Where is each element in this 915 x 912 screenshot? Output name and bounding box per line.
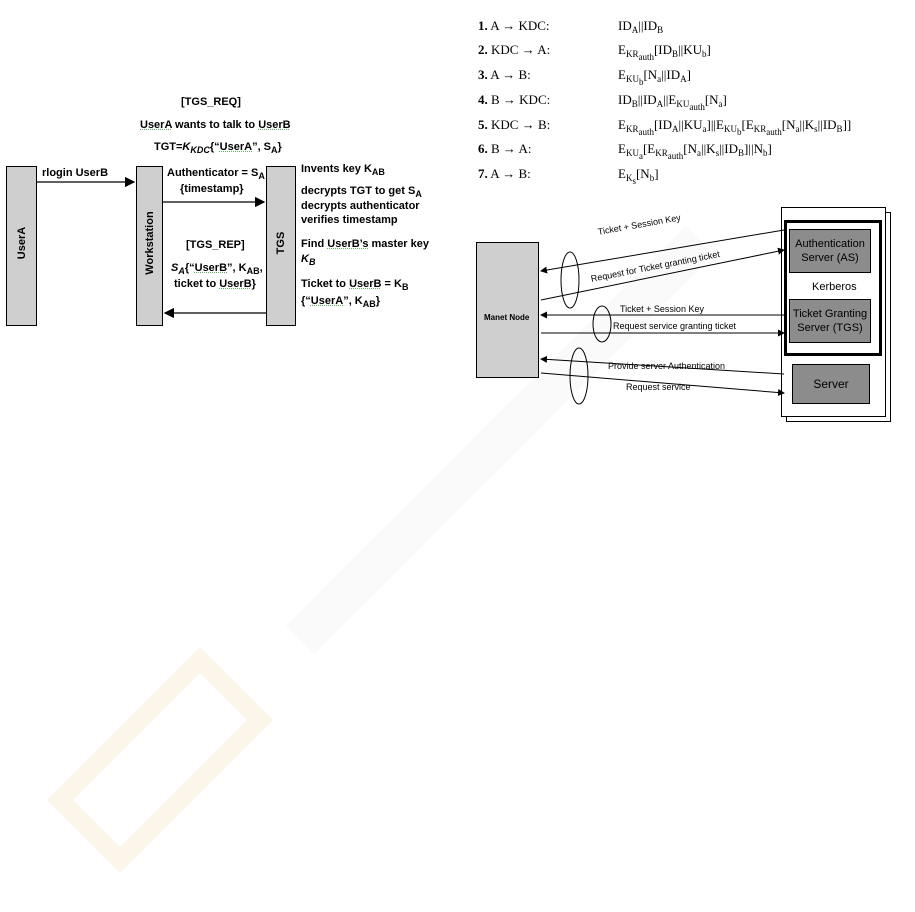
tgs-req-label: [TGS_REQ]	[181, 96, 241, 108]
ticket-kb-label: Ticket to UserB = KB	[301, 278, 409, 292]
usera-lifeline-bar	[6, 166, 37, 326]
find-master-key-label: Find UserB’s master key	[301, 238, 429, 250]
protocol-step-4: 4. B → KDC:	[478, 92, 551, 107]
timestamp-label: {timestamp}	[180, 183, 244, 195]
master-key-kb-label: KB	[301, 253, 316, 267]
msg-provide-server-auth: Provide server Authentication	[608, 361, 726, 371]
decrypts-authenticator-label: decrypts authenticator	[301, 200, 420, 212]
tgs-lifeline-bar	[266, 166, 296, 326]
rlogin-label: rlogin UserB	[42, 167, 109, 179]
msg-ticket-session-key-2: Ticket + Session Key	[620, 304, 704, 314]
protocol-message-7: EKs[Nb]	[618, 166, 659, 186]
tgs-rep-label: [TGS_REP]	[186, 239, 245, 251]
authenticator-label: Authenticator = SA	[167, 167, 265, 181]
verifies-timestamp-label: verifies timestamp	[301, 214, 398, 226]
protocol-step-3: 3. A → B:	[478, 67, 531, 82]
protocol-step-1: 1. A → KDC:	[478, 18, 550, 33]
protocol-message-2: EKRauth[IDB||KUb]	[618, 42, 711, 62]
tgt-label: TGT=KKDC{“UserA”, SA}	[154, 141, 282, 155]
protocol-message-5: EKRauth[IDA||KUa]||EKUb[EKRauth[Na||Ks||…	[618, 117, 852, 137]
decrypts-tgt-label: decrypts TGT to get SA	[301, 185, 422, 199]
protocol-step-2: 2. KDC → A:	[478, 42, 551, 57]
protocol-step-7: 7. A → B:	[478, 166, 531, 181]
protocol-step-5: 5. KDC → B:	[478, 117, 551, 132]
protocol-message-4: IDB||IDA||EKUauth[Na]	[618, 92, 727, 112]
workstation-lifeline-bar	[136, 166, 163, 326]
manet-node-box	[476, 242, 539, 378]
server-box: Server	[792, 364, 870, 404]
protocol-message-1: IDA||IDB	[618, 18, 664, 35]
protocol-message-3: EKUb[Na||IDA]	[618, 67, 691, 87]
msg-request-service: Request service	[626, 382, 691, 392]
protocol-message-6: EKUa[EKRauth[Na||Ks||IDB]||Nb]	[618, 141, 772, 161]
msg-request-service-ticket: Request service granting ticket	[613, 321, 737, 331]
invents-key-label: Invents key KAB	[301, 163, 385, 177]
ticket-content-label: {“UserA”, KAB}	[301, 295, 381, 309]
manet-node-label: Manet Node	[484, 313, 530, 322]
tgs-rep-content-label: SA{“UserB”, KAB,	[171, 262, 263, 276]
ticket-to-userb-label: ticket to UserB}	[174, 278, 256, 290]
kerberos-label: Kerberos	[812, 281, 857, 293]
usera-wants-label: UserA wants to talk to UserB	[140, 119, 291, 131]
protocol-step-6: 6. B → A:	[478, 141, 532, 156]
